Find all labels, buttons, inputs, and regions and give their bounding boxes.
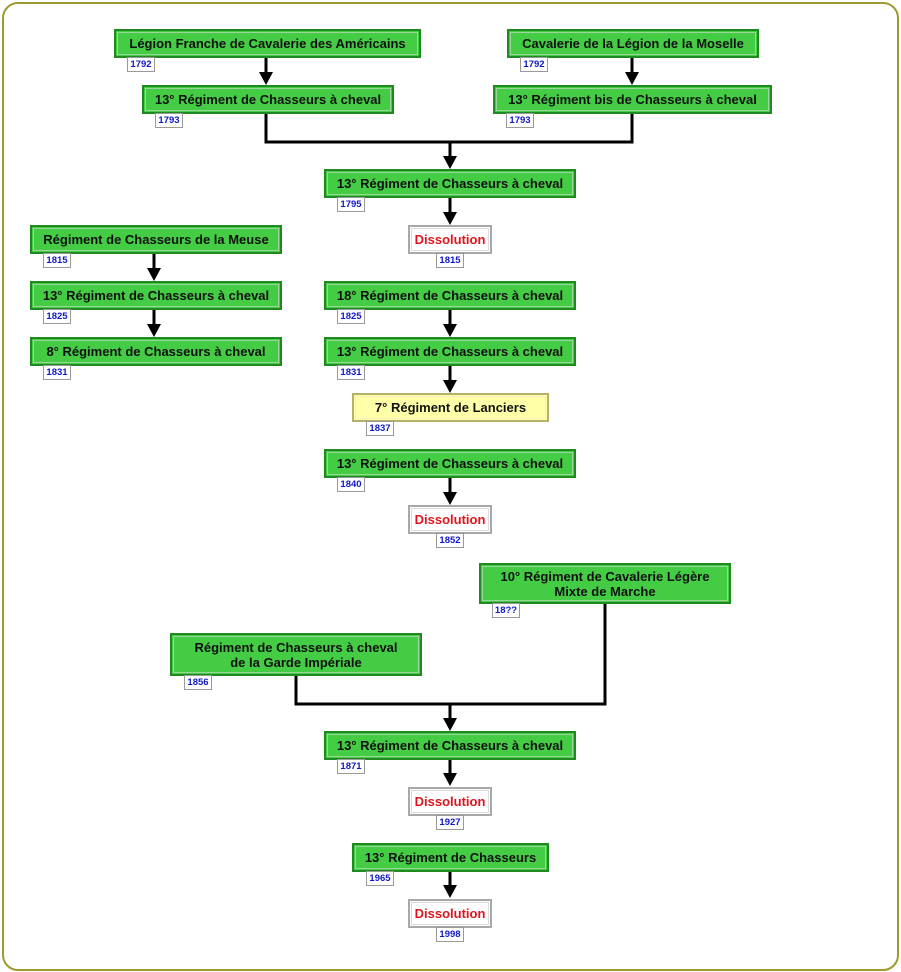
node-cavalerie-legere: 10° Régiment de Cavalerie Légère Mixte d… bbox=[479, 563, 731, 604]
node-dissolution-1815: Dissolution bbox=[408, 225, 492, 254]
year-badge: 1840 bbox=[337, 477, 365, 492]
year-badge: 1871 bbox=[337, 759, 365, 774]
node-legion-franche: Légion Franche de Cavalerie des Américai… bbox=[114, 29, 421, 58]
node-dissolution-1852: Dissolution bbox=[408, 505, 492, 534]
node-18-chasseurs-1825: 18° Régiment de Chasseurs à cheval bbox=[324, 281, 576, 310]
year-badge: 1815 bbox=[43, 253, 71, 268]
node-7-lanciers-1837: 7° Régiment de Lanciers bbox=[352, 393, 549, 422]
year-badge: 18?? bbox=[492, 603, 520, 618]
year-badge: 1837 bbox=[366, 421, 394, 436]
node-dissolution-1927: Dissolution bbox=[408, 787, 492, 816]
node-13-chasseurs-1831: 13° Régiment de Chasseurs à cheval bbox=[324, 337, 576, 366]
year-badge: 1825 bbox=[43, 309, 71, 324]
year-badge: 1792 bbox=[127, 57, 155, 72]
node-13-chasseurs-1793: 13° Régiment de Chasseurs à cheval bbox=[142, 85, 394, 114]
year-badge: 1792 bbox=[520, 57, 548, 72]
node-meuse-1815: Régiment de Chasseurs de la Meuse bbox=[30, 225, 282, 254]
node-cavalerie-moselle: Cavalerie de la Légion de la Moselle bbox=[507, 29, 759, 58]
node-13-chasseurs-1825-left: 13° Régiment de Chasseurs à cheval bbox=[30, 281, 282, 310]
year-badge: 1825 bbox=[337, 309, 365, 324]
year-badge: 1998 bbox=[436, 927, 464, 942]
node-13-chasseurs-1965: 13° Régiment de Chasseurs bbox=[352, 843, 549, 872]
node-13-chasseurs-1871: 13° Régiment de Chasseurs à cheval bbox=[324, 731, 576, 760]
year-badge: 1793 bbox=[155, 113, 183, 128]
year-badge: 1852 bbox=[436, 533, 464, 548]
node-8-chasseurs-1831: 8° Régiment de Chasseurs à cheval bbox=[30, 337, 282, 366]
node-13-chasseurs-1795: 13° Régiment de Chasseurs à cheval bbox=[324, 169, 576, 198]
year-badge: 1795 bbox=[337, 197, 365, 212]
year-badge: 1965 bbox=[366, 871, 394, 886]
year-badge: 1856 bbox=[184, 675, 212, 690]
node-dissolution-1998: Dissolution bbox=[408, 899, 492, 928]
year-badge: 1927 bbox=[436, 815, 464, 830]
node-13-bis-chasseurs-1793: 13° Régiment bis de Chasseurs à cheval bbox=[493, 85, 772, 114]
node-garde-imperiale: Régiment de Chasseurs à cheval de la Gar… bbox=[170, 633, 422, 676]
node-13-chasseurs-1840: 13° Régiment de Chasseurs à cheval bbox=[324, 449, 576, 478]
year-badge: 1793 bbox=[506, 113, 534, 128]
year-badge: 1815 bbox=[436, 253, 464, 268]
year-badge: 1831 bbox=[43, 365, 71, 380]
year-badge: 1831 bbox=[337, 365, 365, 380]
